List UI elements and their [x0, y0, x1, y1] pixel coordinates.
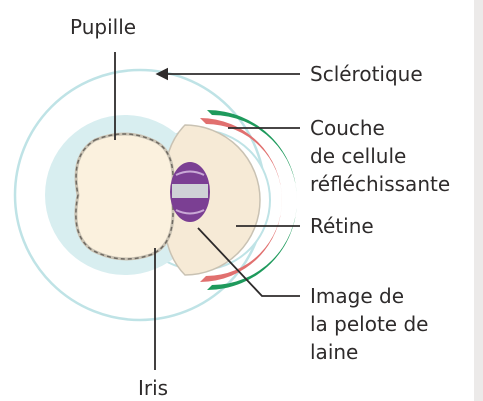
- pupil-shape: [76, 134, 173, 259]
- label-image-line3: laine: [310, 340, 358, 364]
- label-couche-line3: réfléchissante: [310, 172, 450, 196]
- yarn-ball-image: [170, 162, 210, 222]
- label-image-line1: Image de: [310, 284, 404, 308]
- label-couche-line2: de cellule: [310, 144, 406, 168]
- label-image-line2: la pelote de: [310, 312, 428, 336]
- label-iris: Iris: [138, 376, 168, 400]
- label-pupille: Pupille: [70, 15, 136, 39]
- label-sclerotique: Sclérotique: [310, 62, 423, 86]
- label-retine: Rétine: [310, 214, 374, 238]
- label-couche-line1: Couche: [310, 116, 385, 140]
